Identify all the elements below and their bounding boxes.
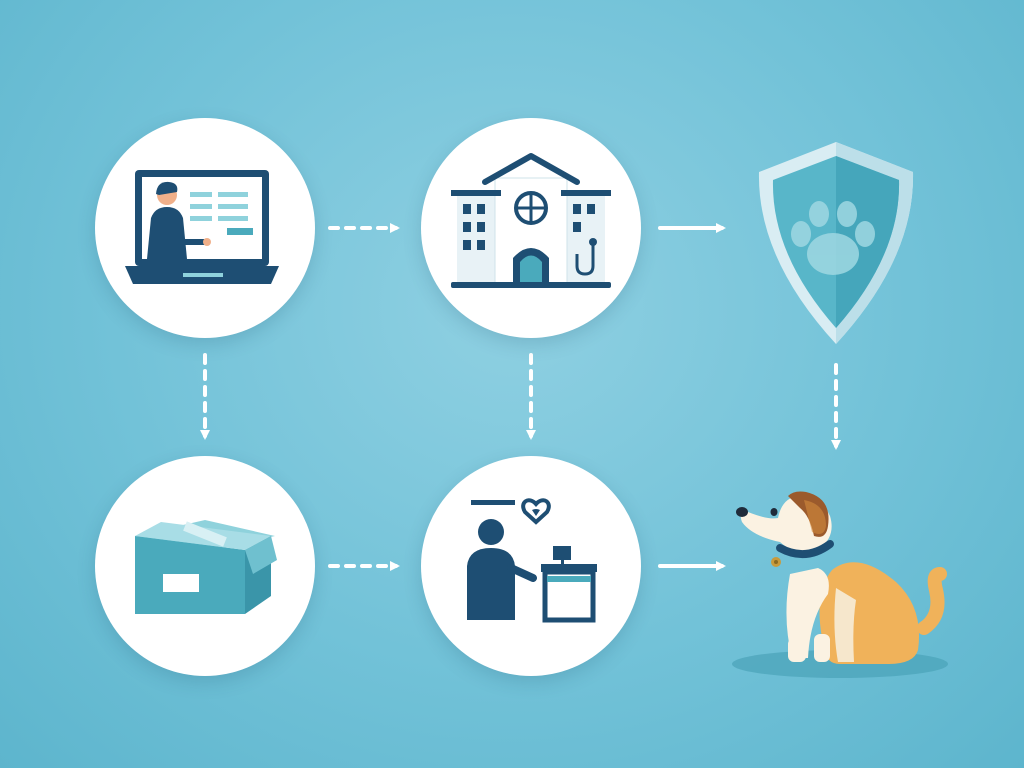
dog-icon bbox=[732, 491, 948, 678]
person-desk-heart-icon bbox=[467, 498, 597, 623]
shield-paw-icon bbox=[758, 142, 914, 344]
heart-icon bbox=[521, 498, 551, 525]
hospital-building-icon bbox=[451, 153, 611, 288]
box-icon bbox=[135, 520, 277, 614]
node-online-application bbox=[95, 118, 315, 338]
node-care-desk bbox=[421, 456, 641, 676]
node-shipping-package bbox=[95, 456, 315, 676]
laptop-person-form-icon bbox=[125, 170, 279, 284]
node-veterinary-clinic bbox=[421, 118, 641, 338]
